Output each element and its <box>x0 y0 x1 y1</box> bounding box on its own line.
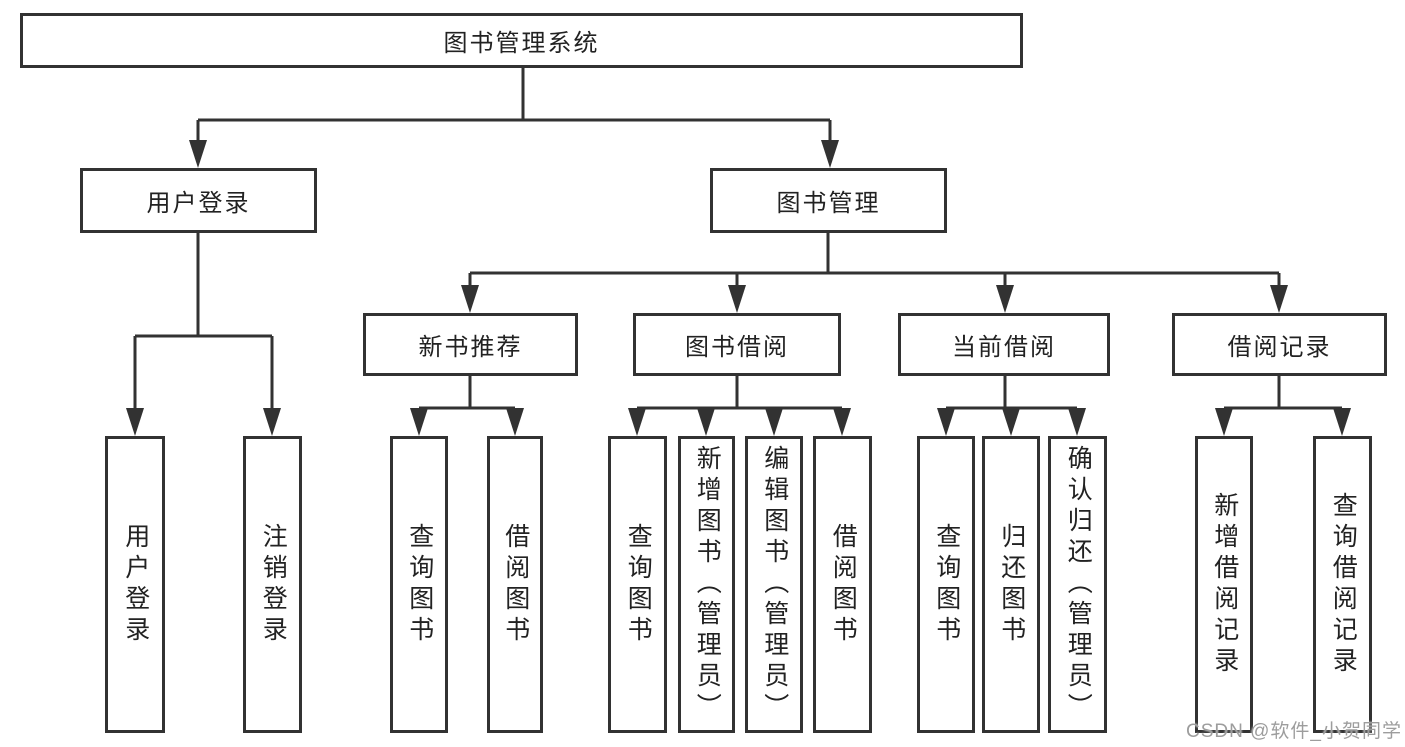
leaf-records-query-record: 查询借阅记录 <box>1313 436 1372 733</box>
leaf-newbooks-query-books-label: 查询图书 <box>405 522 434 647</box>
leaf-logout-label: 注销登录 <box>259 522 288 647</box>
leaf-current-return-books: 归还图书 <box>982 436 1040 733</box>
leaf-borrow-borrow-books: 借阅图书 <box>813 436 872 733</box>
node-root-label: 图书管理系统 <box>443 30 600 57</box>
leaf-records-query-record-label: 查询借阅记录 <box>1329 491 1358 678</box>
leaf-user-login: 用户登录 <box>105 436 165 733</box>
node-user-login: 用户登录 <box>80 168 317 233</box>
node-book-management: 图书管理 <box>710 168 947 233</box>
leaf-user-login-label: 用户登录 <box>121 522 150 647</box>
node-new-book-recommend-label: 新书推荐 <box>418 334 523 361</box>
node-root: 图书管理系统 <box>20 13 1023 68</box>
node-new-book-recommend: 新书推荐 <box>363 313 578 376</box>
leaf-borrow-query-books: 查询图书 <box>608 436 667 733</box>
leaf-current-query-books: 查询图书 <box>917 436 975 733</box>
leaf-current-confirm-return-admin-label: 确认归还（管理员） <box>1064 445 1093 724</box>
leaf-current-query-books-label: 查询图书 <box>932 522 961 647</box>
leaf-borrow-add-books-admin: 新增图书（管理员） <box>678 436 735 733</box>
node-book-management-label: 图书管理 <box>776 190 881 217</box>
leaf-borrow-add-books-admin-label: 新增图书（管理员） <box>693 445 722 724</box>
leaf-newbooks-borrow-books: 借阅图书 <box>487 436 543 733</box>
leaf-logout: 注销登录 <box>243 436 302 733</box>
node-user-login-label: 用户登录 <box>146 190 251 217</box>
csdn-watermark: CSDN @软件_小贺同学 <box>1186 721 1402 742</box>
leaf-borrow-edit-books-admin-label: 编辑图书（管理员） <box>760 445 789 724</box>
node-book-borrowing-label: 图书借阅 <box>685 334 789 361</box>
leaf-records-add-record-label: 新增借阅记录 <box>1210 491 1239 678</box>
leaf-borrow-edit-books-admin: 编辑图书（管理员） <box>745 436 803 733</box>
leaf-current-confirm-return-admin: 确认归还（管理员） <box>1048 436 1107 733</box>
node-borrowing-records: 借阅记录 <box>1172 313 1387 376</box>
leaf-records-add-record: 新增借阅记录 <box>1195 436 1253 733</box>
node-current-borrowing-label: 当前借阅 <box>952 334 1056 361</box>
node-current-borrowing: 当前借阅 <box>898 313 1110 376</box>
leaf-borrow-query-books-label: 查询图书 <box>624 522 653 647</box>
leaf-newbooks-query-books: 查询图书 <box>390 436 448 733</box>
node-borrowing-records-label: 借阅记录 <box>1227 334 1332 361</box>
leaf-current-return-books-label: 归还图书 <box>997 522 1026 647</box>
leaf-borrow-borrow-books-label: 借阅图书 <box>829 522 858 647</box>
node-book-borrowing: 图书借阅 <box>633 313 841 376</box>
leaf-newbooks-borrow-books-label: 借阅图书 <box>501 522 530 647</box>
